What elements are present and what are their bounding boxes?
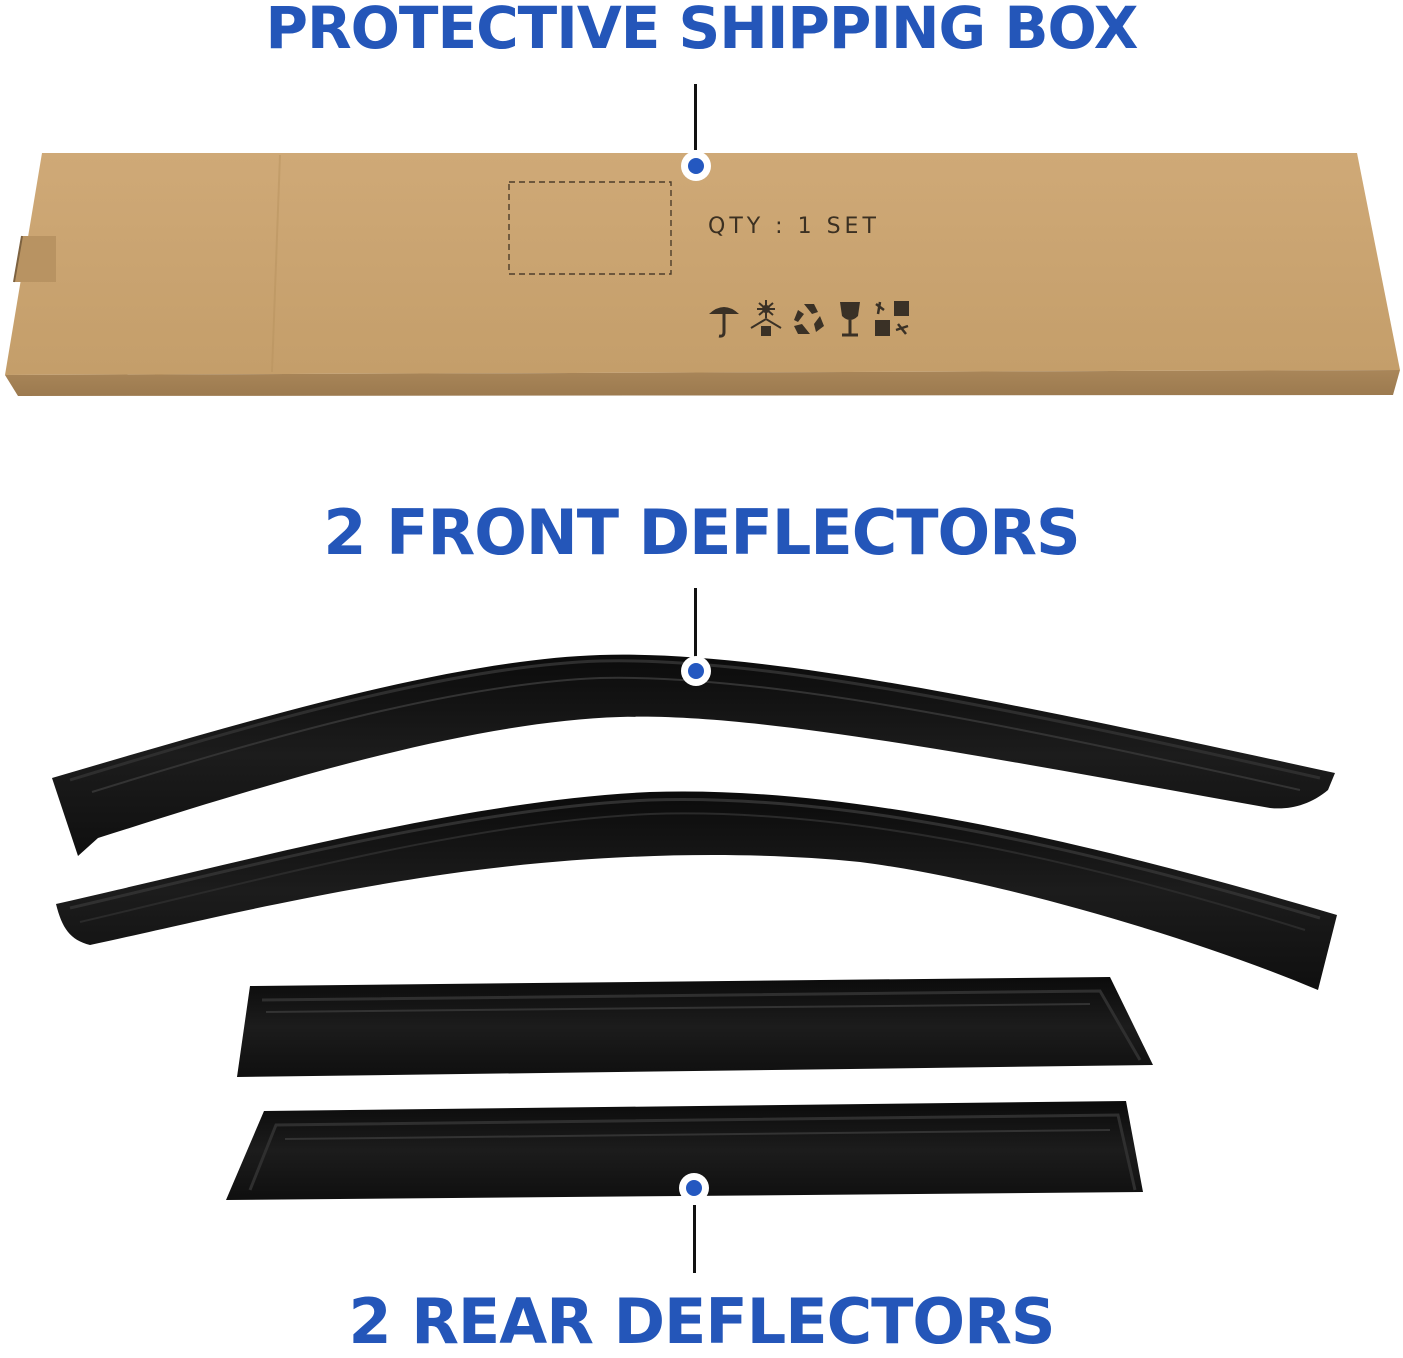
front-deflector-1 [52,654,1335,856]
heading-protective-shipping-box: PROTECTIVE SHIPPING BOX [265,0,1138,62]
fragile-icon [832,300,868,338]
rear-deflector-2 [226,1101,1143,1200]
leader-line-box [694,84,697,150]
handling-icons [706,300,910,342]
front-deflector-2 [56,791,1337,990]
heading-front-deflectors: 2 FRONT DEFLECTORS [323,496,1080,569]
keep-away-from-sunlight-icon [748,300,784,338]
handle-with-care-icon [874,300,910,338]
shipping-box [5,153,1400,396]
marker-front-deflectors [681,656,711,686]
leader-line-rear [693,1205,696,1273]
leader-line-front [694,588,697,660]
heading-rear-deflectors: 2 REAR DEFLECTORS [348,1285,1055,1358]
rear-deflector-1 [237,977,1153,1077]
marker-box [681,151,711,181]
recyclable-icon [790,300,826,338]
keep-dry-icon [706,300,742,338]
box-quantity-label: QTY : 1 SET [708,214,880,239]
marker-rear-deflectors [679,1173,709,1203]
